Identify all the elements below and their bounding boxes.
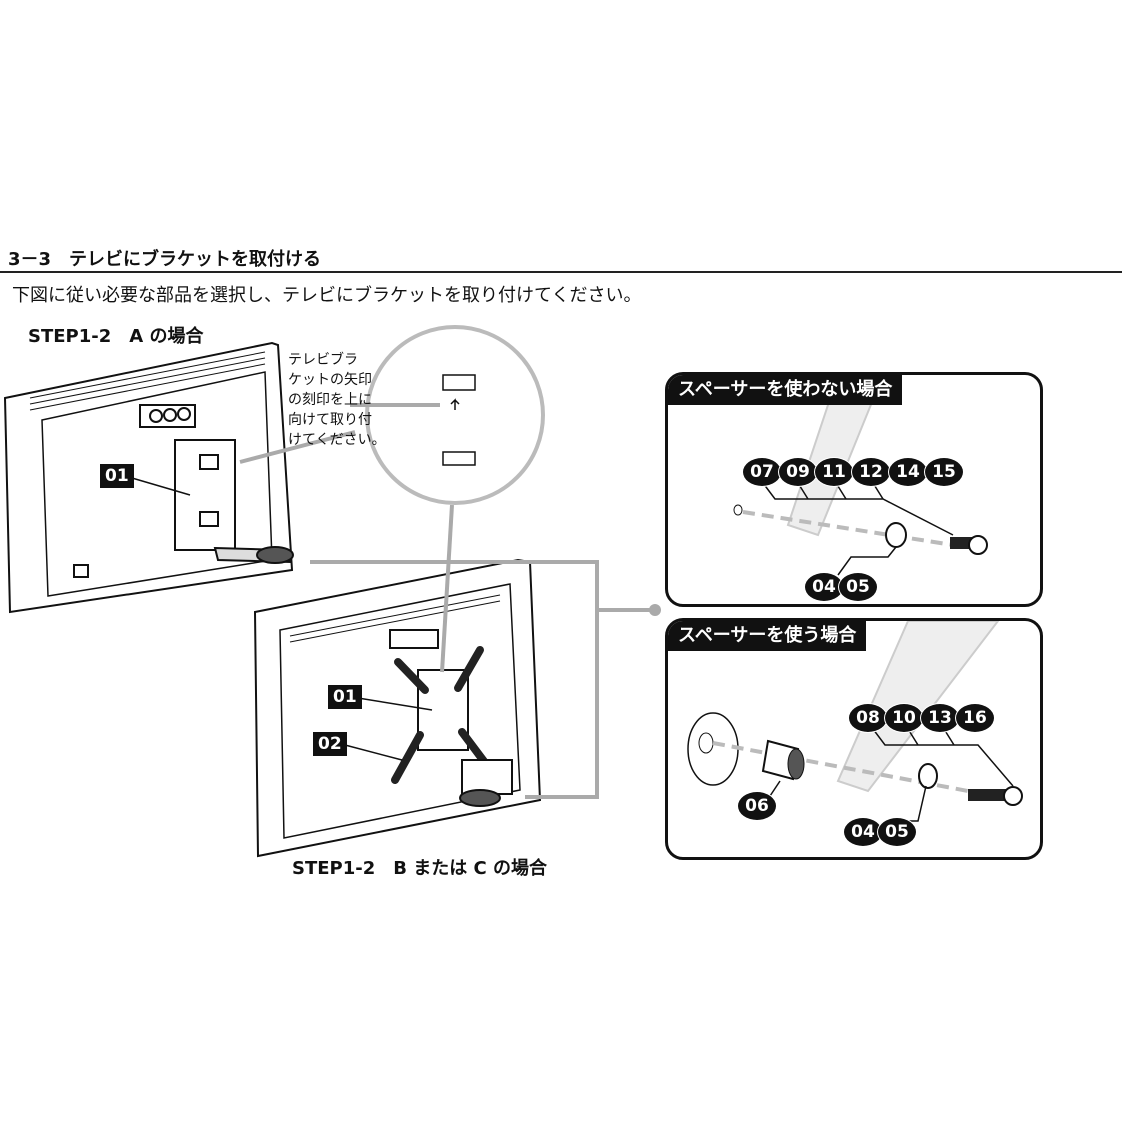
callout-note: テレビブラ ケットの矢印 の刻印を上に 向けて取り付 けてください。 — [288, 352, 386, 448]
heading-divider — [0, 271, 1122, 273]
part-badge: 05 — [877, 817, 917, 847]
spacer-panel: スペーサーを使う場合 08 10 13 16 06 04 05 — [665, 618, 1043, 860]
part-badge: 11 — [814, 457, 854, 487]
part-badge: 12 — [851, 457, 891, 487]
no-spacer-panel-title: スペーサーを使わない場合 — [668, 375, 903, 405]
part-badge: 10 — [884, 703, 924, 733]
section-heading: 3－3 テレビにブラケットを取付ける — [8, 249, 322, 270]
part-badge: 14 — [888, 457, 928, 487]
step-a-title: STEP1-2 A の場合 — [28, 326, 204, 347]
part-label-02: 02 — [313, 732, 347, 756]
tv-a-illustration — [3, 341, 294, 614]
part-label-01: 01 — [100, 464, 134, 488]
part-badge: 05 — [838, 572, 878, 602]
part-label-01: 01 — [328, 685, 362, 709]
part-badge: 15 — [924, 457, 964, 487]
part-badge: 09 — [778, 457, 818, 487]
callout-magnifier — [365, 325, 545, 505]
no-spacer-diagram — [733, 375, 988, 576]
label-leaders — [131, 477, 433, 761]
spacer-panel-title: スペーサーを使う場合 — [668, 621, 867, 651]
part-badge: 06 — [737, 791, 777, 821]
part-badge: 08 — [848, 703, 888, 733]
tv-bc-illustration — [253, 558, 542, 858]
part-badge: 13 — [920, 703, 960, 733]
step-bc-title: STEP1-2 B または C の場合 — [292, 858, 547, 879]
part-badge: 16 — [955, 703, 995, 733]
part-badge: 07 — [742, 457, 782, 487]
no-spacer-panel: スペーサーを使わない場合 07 09 11 12 14 15 04 05 — [665, 372, 1043, 607]
part-badge: 04 — [843, 817, 883, 847]
connector-lines — [239, 403, 650, 799]
instruction-text: 下図に従い必要な部品を選択し、テレビにブラケットを取り付けてください。 — [12, 285, 642, 306]
